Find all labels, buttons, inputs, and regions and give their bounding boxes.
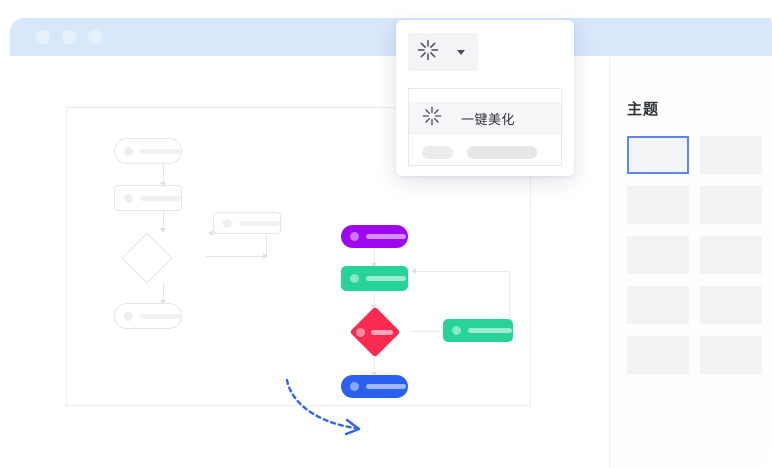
- theme-thumbnail-7[interactable]: [627, 286, 689, 324]
- chevron-down-icon: [457, 50, 465, 55]
- diamond-content: [339, 307, 410, 357]
- connector-process-decision: [163, 211, 164, 231]
- theme-thumbnail-5[interactable]: [627, 236, 689, 274]
- connector-branch-up: [509, 271, 510, 319]
- node-decision[interactable]: [120, 231, 174, 285]
- node-dot-icon: [124, 193, 133, 203]
- menu-item-one-click-beautify[interactable]: 一键美化: [409, 102, 561, 135]
- connector-branch-loop: [415, 271, 510, 272]
- arrowhead-process: [371, 263, 377, 268]
- node-dot-icon: [350, 232, 359, 241]
- theme-thumbnail-6[interactable]: [700, 236, 762, 274]
- beautify-dropdown-trigger[interactable]: [408, 33, 478, 71]
- theme-thumbnail-10[interactable]: [700, 336, 762, 374]
- connector-decision-branch: [206, 256, 267, 257]
- node-dot-icon: [350, 274, 359, 283]
- arrowhead-process: [160, 182, 166, 187]
- node-dot-icon: [124, 311, 133, 321]
- node-dot-icon: [223, 218, 232, 228]
- node-process[interactable]: [114, 185, 182, 211]
- menu-item-label: 一键美化: [461, 112, 516, 127]
- node-label-placeholder: [366, 384, 406, 389]
- placeholder-pill-long: [467, 145, 537, 159]
- placeholder-pill-short: [422, 145, 453, 159]
- window-titlebar: [10, 18, 772, 56]
- theme-thumbnail-3[interactable]: [627, 186, 689, 224]
- theme-panel: 主题: [609, 56, 772, 468]
- arrowhead-loop: [411, 268, 416, 274]
- node-label-placeholder: [140, 195, 181, 201]
- menu-item-placeholder[interactable]: [409, 140, 561, 164]
- connector-decision-end: [374, 357, 375, 375]
- diamond-content: [120, 231, 174, 285]
- theme-thumbnail-4[interactable]: [700, 186, 762, 224]
- node-label-placeholder: [371, 329, 393, 335]
- node-label-placeholder: [239, 220, 280, 226]
- node-start[interactable]: [341, 225, 408, 248]
- node-end[interactable]: [341, 375, 408, 398]
- node-branch[interactable]: [443, 319, 513, 342]
- theme-thumbnail-1[interactable]: [627, 136, 689, 174]
- node-branch[interactable]: [213, 212, 281, 234]
- arrowhead-loop: [208, 230, 213, 236]
- node-start[interactable]: [114, 138, 182, 164]
- node-label-placeholder: [468, 328, 512, 333]
- arrowhead-decision: [160, 228, 166, 233]
- connector-decision-end: [163, 282, 164, 303]
- node-dot-icon: [452, 326, 461, 335]
- node-dot-icon: [356, 327, 365, 337]
- beautify-dropdown-menu: 一键美化: [408, 88, 562, 166]
- sparkle-icon: [417, 39, 439, 66]
- connector-branch-up: [266, 234, 267, 257]
- node-dot-icon: [130, 254, 139, 263]
- theme-thumbnail-2[interactable]: [700, 136, 762, 174]
- node-label-placeholder: [140, 313, 181, 319]
- node-decision[interactable]: [339, 306, 410, 358]
- sparkle-icon: [422, 106, 442, 131]
- node-label-placeholder: [366, 234, 406, 239]
- theme-thumbnail-8[interactable]: [700, 286, 762, 324]
- connector-start-process: [374, 248, 375, 266]
- connector-process-decision: [374, 291, 375, 308]
- theme-thumbnail-grid: [627, 136, 762, 374]
- theme-panel-title: 主题: [627, 101, 660, 118]
- window-maximize-dot[interactable]: [88, 30, 102, 44]
- node-dot-icon: [124, 146, 133, 156]
- window-controls: [36, 30, 102, 44]
- arrowhead-end: [160, 300, 166, 305]
- window-minimize-dot[interactable]: [62, 30, 76, 44]
- connector-decision-branch: [411, 331, 465, 332]
- node-dot-icon: [350, 382, 359, 391]
- beautify-dropdown-popover: 一键美化: [396, 20, 574, 176]
- arrowhead-end: [371, 372, 377, 377]
- theme-thumbnail-9[interactable]: [627, 336, 689, 374]
- node-label-placeholder: [140, 148, 181, 154]
- window-close-dot[interactable]: [36, 30, 50, 44]
- connector-start-process: [163, 164, 164, 185]
- node-process[interactable]: [341, 266, 408, 291]
- node-end[interactable]: [114, 303, 182, 329]
- arrowhead-branch: [263, 253, 268, 259]
- transform-arrow: [285, 378, 361, 436]
- node-label-placeholder: [366, 276, 406, 281]
- node-label-placeholder: [145, 256, 165, 261]
